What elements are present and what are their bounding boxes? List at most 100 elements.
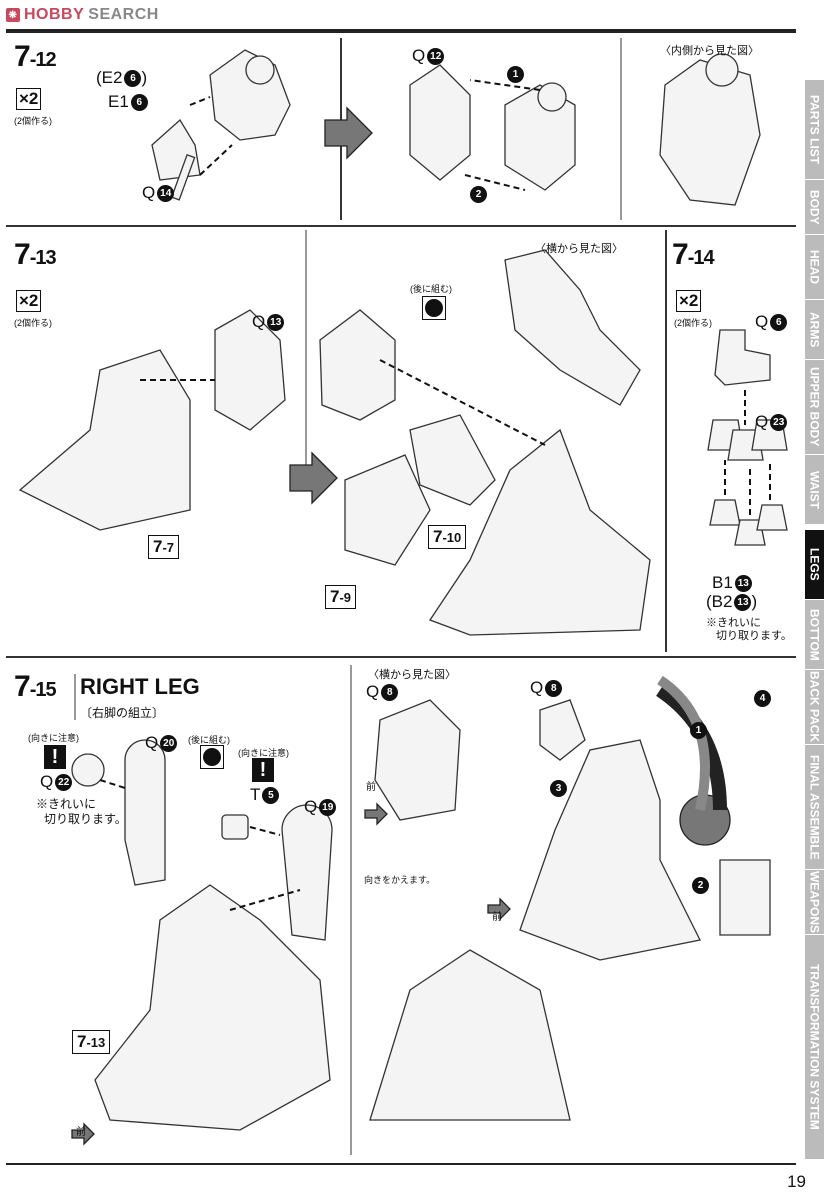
leg-assembly [429,428,651,636]
logo-icon: ❋ [6,8,20,22]
step-7-12-illustration [151,49,761,206]
cut-note: 切り取ります。 [44,812,127,826]
side-view [504,249,641,406]
ref-7-9: 7-9 [325,585,357,609]
tab-legs[interactable]: LEGS [805,530,824,600]
caution-icon: ! [252,758,274,782]
quantity-badge: ×2 [676,290,702,312]
cut-note: ※きれいに [706,617,761,629]
joint [705,53,739,87]
step-7-15-illustration [71,675,771,1146]
step-subtitle: 〔右脚の組立〕 [80,706,165,720]
divider [6,656,796,658]
assembly-arrow [229,889,301,911]
part-7-9 [344,454,431,566]
tab-back-pack[interactable]: BACK PACK [805,670,824,745]
assemble-later-icon [200,745,224,769]
leg-bottom-view [369,949,571,1121]
leg-assembly [519,739,701,961]
cut-note: ※きれいに [36,797,97,811]
front-arrow-icon [71,1122,95,1146]
view-note: 〈内側から見た図〉 [660,45,759,57]
page-number: 19 [787,1172,806,1191]
caution-note: (向きに注意) [28,733,79,743]
arrow-step-3: 3 [550,780,567,797]
step-7-14-illustration [707,329,788,546]
tab-upper-body[interactable]: UPPER BODY [805,360,824,455]
arrow-step-1: 1 [690,722,707,739]
assembly-arrow [99,779,126,789]
tab-parts-list[interactable]: PARTS LIST [805,80,824,180]
part-b1 [756,504,788,531]
turn-note: 向きをかえます。 [364,875,436,885]
tab-transformation-system[interactable]: TRANSFORMATION SYSTEM [805,935,824,1160]
tab-head[interactable]: HEAD [805,235,824,300]
divider [305,230,307,480]
caution-icon: ! [44,745,66,769]
arrow-step-4: 4 [754,690,771,707]
next-arrow-icon [324,106,373,160]
assembly-arrow [379,359,546,446]
tab-arms[interactable]: ARMS [805,300,824,360]
part-q20 [124,739,166,886]
joint [245,55,275,85]
assembly-arrow [189,96,211,106]
later-note: (後に組む) [188,735,230,745]
step-7-13-illustration [18,249,651,636]
part-q19 [281,804,333,941]
tab-body[interactable]: BODY [805,180,824,235]
next-arrow-icon [289,451,338,505]
leg-assembly [18,349,191,531]
part-q13 [214,309,286,431]
quantity-note: (2個作る) [674,318,712,328]
part-q22 [71,753,105,787]
quantity-note: (2個作る) [14,318,52,328]
quantity-badge: ×2 [16,290,42,312]
step-7-13-number: 7-13 [14,238,57,271]
front-arrow-icon [364,802,388,826]
ref-7-7: 7-7 [148,535,180,559]
part-q6 [714,329,771,386]
step-7-14-number: 7-14 [672,238,715,271]
part-q12 [409,64,471,181]
step-7-12-number: 7-12 [14,40,57,73]
arrow-step-2: 2 [470,186,487,203]
ref-7-10: 7-10 [428,525,467,549]
step-7-15-number: 7-15 [14,670,57,703]
part-q14 [170,154,196,201]
tab-weapons[interactable]: WEAPONS [805,870,824,935]
part-b1 [709,499,741,526]
front-arrow-icon [487,897,511,921]
tab-bottom[interactable]: BOTTOM [805,600,824,670]
divider [350,665,352,1155]
tab-waist[interactable]: WAIST [805,455,824,525]
step-title: RIGHT LEG [80,674,200,699]
arrow-step-1: 1 [507,66,524,83]
arrow-step-2: 2 [692,877,709,894]
part-q8 [539,699,586,761]
tab-final-assemble[interactable]: FINAL ASSEMBLE [805,745,824,870]
part-e1 [151,118,201,181]
header-rule [6,29,796,33]
assembly [504,84,576,191]
leg-assembly [94,884,331,1131]
caution-note: (向きに注意) [238,748,289,758]
view-note: 〈横から見た図〉 [368,669,456,681]
front-label: 前 [492,912,502,923]
divider [6,225,796,227]
later-note: (後に組む) [410,284,452,294]
